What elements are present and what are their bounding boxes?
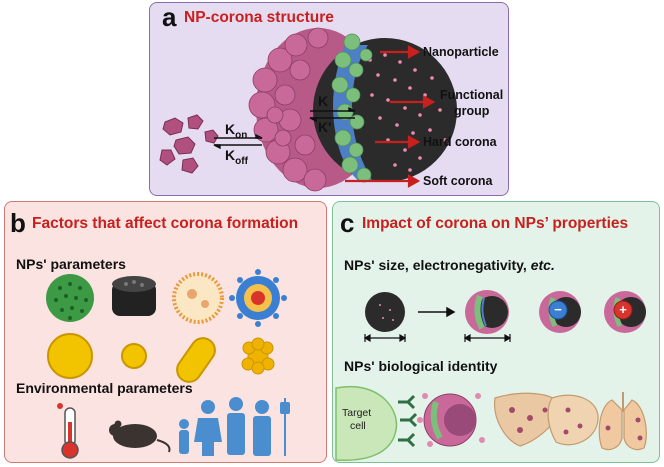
rate-k-prime: K' (318, 119, 332, 135)
target-cell-icon (335, 385, 418, 461)
free-proteins (159, 114, 219, 174)
small-gold-sphere-icon (121, 343, 147, 369)
hard-corona-label: Hard corona (423, 135, 497, 149)
target-cell-label-line2: cell (350, 420, 366, 432)
gold-rod-icon (176, 337, 216, 383)
mouse-icon (109, 420, 171, 453)
functional-group-dots (368, 53, 447, 172)
hard-corona-layer (331, 33, 373, 183)
panel-a-label-arrows (345, 45, 436, 188)
size-electronegativity-heading: NPs' size, electronegativity, etc. (344, 257, 555, 273)
liposome-icon (172, 272, 224, 324)
spleen-icon (547, 394, 599, 446)
coated-np-size-bar (463, 333, 512, 343)
bare-np-icon (365, 292, 405, 332)
functional-group-label-line2: group (454, 104, 490, 118)
functional-group-label-line1: Functional (440, 88, 504, 102)
panel-a-letter: a (162, 2, 177, 32)
large-gold-sphere-icon (47, 333, 93, 379)
biological-identity-heading: NPs' biological identity (344, 358, 498, 374)
transform-arrow (418, 306, 456, 318)
bare-np-size-bar (363, 333, 407, 343)
people-icon (179, 397, 290, 456)
mesoporous-cylinder-icon (112, 276, 156, 316)
rate-k-off-sub: off (235, 155, 248, 167)
panel-a-title: NP-corona structure (184, 9, 334, 26)
rate-k-on: Kon (225, 121, 247, 141)
equilibrium-arrows-right (309, 106, 356, 123)
rate-k: K (318, 93, 329, 109)
functionalized-np-icon (229, 269, 287, 327)
corona-np-near-cell-icon (417, 393, 485, 447)
soft-corona-label: Soft corona (423, 174, 493, 188)
positive-charge-np-icon (604, 291, 646, 333)
coated-np-icon (465, 290, 509, 334)
panel-c-letter: c (340, 208, 355, 238)
panel-b-title: Factors that affect corona formation (32, 215, 299, 232)
target-cell-label-line1: Target (342, 407, 372, 419)
environmental-parameters-heading: Environmental parameters (16, 380, 193, 396)
panel-b-letter: b (10, 208, 26, 238)
minus-sign: − (554, 302, 562, 317)
rate-k-on-base: K (225, 121, 236, 137)
panel-b-factors (4, 201, 327, 463)
thermometer-icon (57, 403, 79, 459)
rate-k-on-sub: on (235, 129, 248, 141)
size-electronegativity-etc: etc. (530, 257, 555, 273)
size-electronegativity-main: NPs' size, electronegativity, (344, 257, 531, 273)
plus-sign: + (619, 302, 627, 317)
nanoparticle-label: Nanoparticle (423, 45, 499, 59)
lungs-icon (598, 392, 647, 451)
rate-k-off: Koff (225, 147, 248, 167)
rate-k-off-base: K (225, 147, 236, 163)
equilibrium-arrows-left (213, 133, 263, 150)
gold-nanostar-icon (241, 337, 275, 375)
negative-charge-np-icon (539, 291, 581, 333)
porous-sphere-icon (46, 274, 94, 322)
panel-c-title: Impact of corona on NPs’ properties (362, 215, 629, 232)
np-parameters-heading: NPs' parameters (16, 256, 126, 272)
